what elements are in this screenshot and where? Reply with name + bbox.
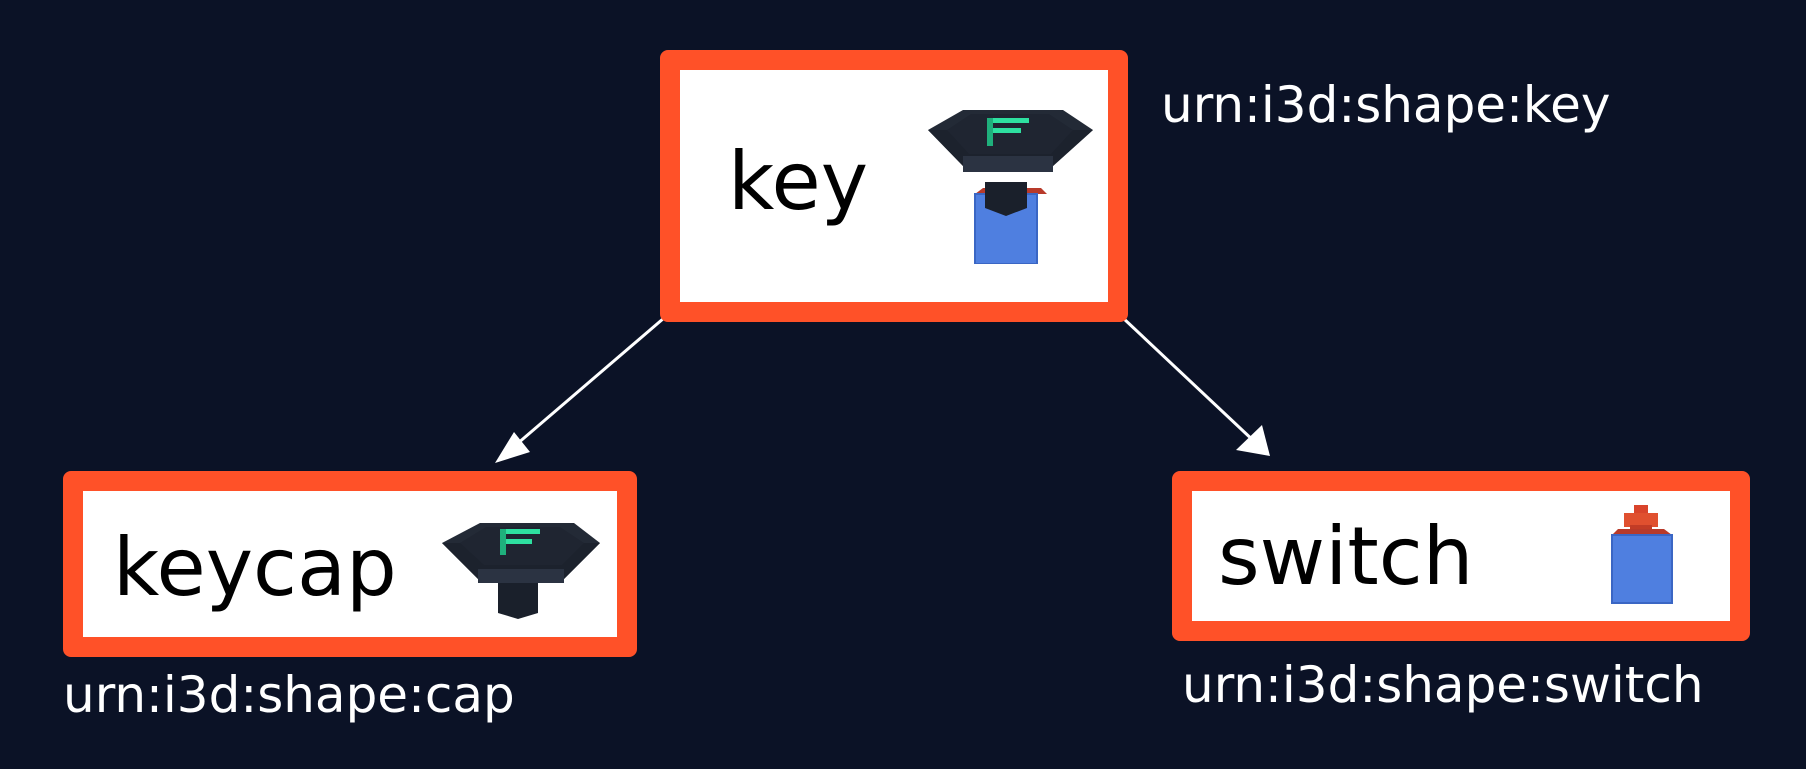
- edge-key-to-switch: [1121, 316, 1270, 456]
- node-keycap-urn: urn:i3d:shape:cap: [63, 666, 515, 724]
- node-switch-urn: urn:i3d:shape:switch: [1182, 656, 1704, 714]
- switch-icon: [1611, 505, 1673, 604]
- node-key-urn: urn:i3d:shape:key: [1161, 76, 1611, 134]
- edge-key-to-keycap: [495, 316, 665, 463]
- arrowhead-icon: [1236, 425, 1270, 456]
- node-keycap-label: keycap: [113, 521, 397, 614]
- keycap-icon: [442, 523, 600, 619]
- node-switch-label: switch: [1218, 510, 1474, 603]
- node-switch[interactable]: switch: [1172, 471, 1750, 641]
- node-key-label: key: [728, 135, 869, 228]
- node-key[interactable]: key: [660, 50, 1128, 322]
- key-icon: [928, 110, 1093, 264]
- arrowhead-icon: [495, 432, 530, 463]
- node-keycap[interactable]: keycap: [63, 471, 637, 657]
